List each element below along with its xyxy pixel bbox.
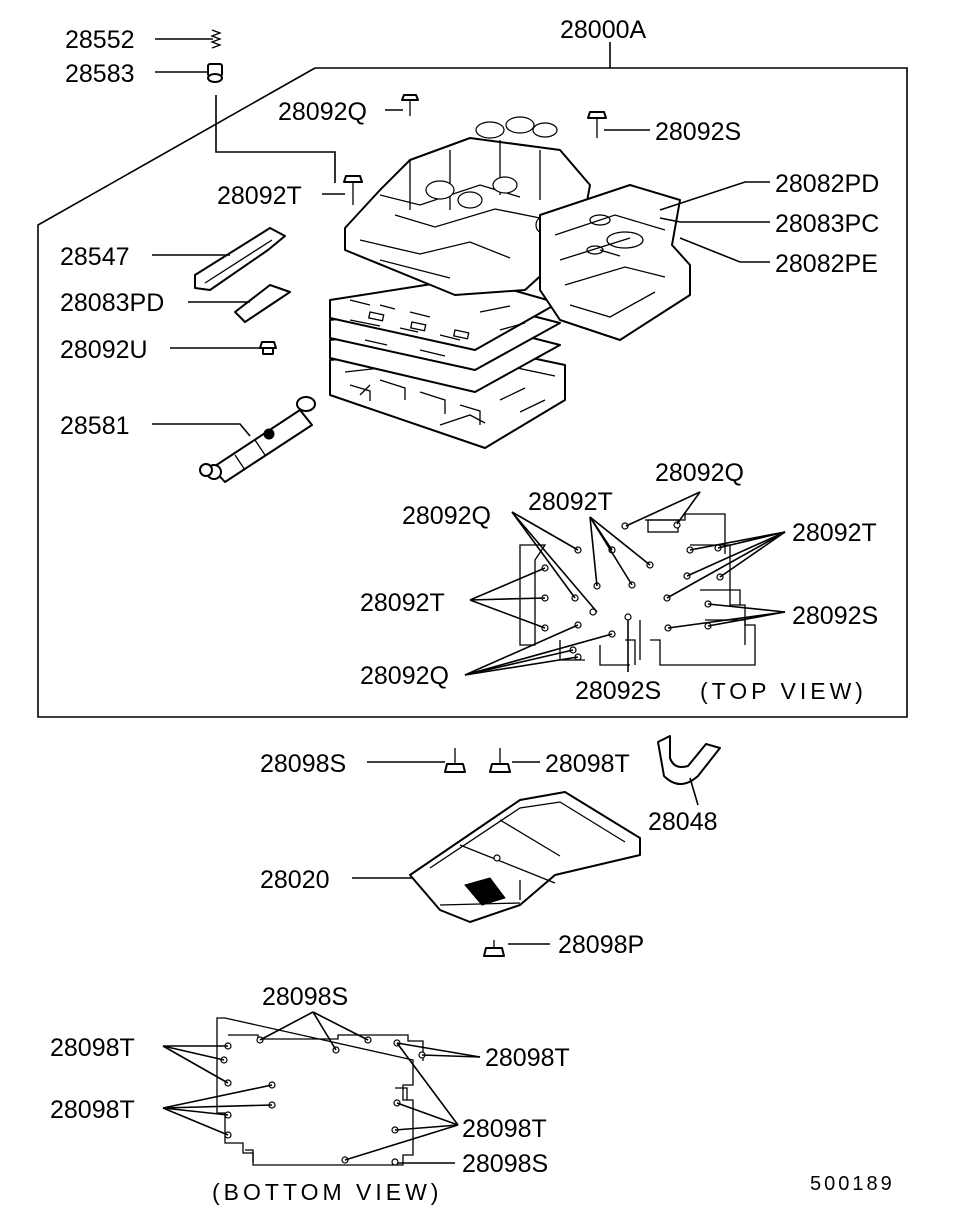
assembly-frame <box>37 42 908 718</box>
label-28098S: 28098S <box>260 750 346 778</box>
label-28083PD: 28083PD <box>60 289 164 317</box>
label-28547: 28547 <box>60 243 130 271</box>
label-28092Q-topview-lower: 28092Q <box>360 662 449 690</box>
label-28583: 28583 <box>65 60 135 88</box>
bolt-28092S-top <box>587 111 607 138</box>
label-28092Q-topview-left: 28092Q <box>402 502 491 530</box>
label-28098S-bottomview-bottom: 28098S <box>462 1150 548 1178</box>
part-labels: 28000A 28552 28583 28092Q 28092S 28092T … <box>50 16 895 1205</box>
bolt-28092U <box>259 341 277 355</box>
label-28581: 28581 <box>60 412 130 440</box>
label-28092T-topview-right: 28092T <box>792 519 877 547</box>
valve-body-assembly <box>329 116 691 449</box>
bolt-28092Q-top <box>401 94 419 116</box>
bolt-28098S <box>444 748 466 773</box>
label-28092U: 28092U <box>60 336 148 364</box>
label-28020: 28020 <box>260 866 330 894</box>
label-28092T-topview-left: 28092T <box>360 589 445 617</box>
label-28092T-upper: 28092T <box>217 182 302 210</box>
label-28098T-bottomview-left-lower: 28098T <box>50 1096 135 1124</box>
bolt-28092T-left <box>343 175 363 205</box>
label-28092Q-upper: 28092Q <box>278 98 367 126</box>
hardware-parts <box>194 29 607 483</box>
bottom-view-diagram <box>162 1011 481 1166</box>
oil-strainer-section <box>352 735 721 957</box>
label-28082PE: 28082PE <box>775 250 878 278</box>
label-28048: 28048 <box>648 808 718 836</box>
label-28098T: 28098T <box>545 750 630 778</box>
leader-lines-upper <box>152 38 770 437</box>
label-28098S-bottomview-top: 28098S <box>262 983 348 1011</box>
label-28092T-topview-upper: 28092T <box>528 488 613 516</box>
label-bottom-view: (BOTTOM VIEW) <box>212 1179 442 1205</box>
label-28092Q-topview-upper: 28092Q <box>655 459 744 487</box>
label-28098T-bottomview-right-lower: 28098T <box>462 1115 547 1143</box>
solenoid-28581 <box>199 396 316 483</box>
drawing-number: 500189 <box>810 1173 895 1195</box>
label-28552: 28552 <box>65 26 135 54</box>
top-view-diagram <box>464 491 786 676</box>
label-top-view: (TOP VIEW) <box>700 678 867 704</box>
label-28098T-bottomview-left-upper: 28098T <box>50 1034 135 1062</box>
bolt-28098T <box>489 748 511 773</box>
label-28082PD: 28082PD <box>775 170 879 198</box>
label-28092S-upper: 28092S <box>655 118 741 146</box>
label-28098T-bottomview-right-upper: 28098T <box>485 1044 570 1072</box>
label-28092S-topview-right: 28092S <box>792 602 878 630</box>
label-28083PC: 28083PC <box>775 210 879 238</box>
label-28098P: 28098P <box>558 931 644 959</box>
label-28092S-topview-lower: 28092S <box>575 677 661 705</box>
bolt-28098P <box>483 940 505 957</box>
label-28000A: 28000A <box>560 16 647 44</box>
